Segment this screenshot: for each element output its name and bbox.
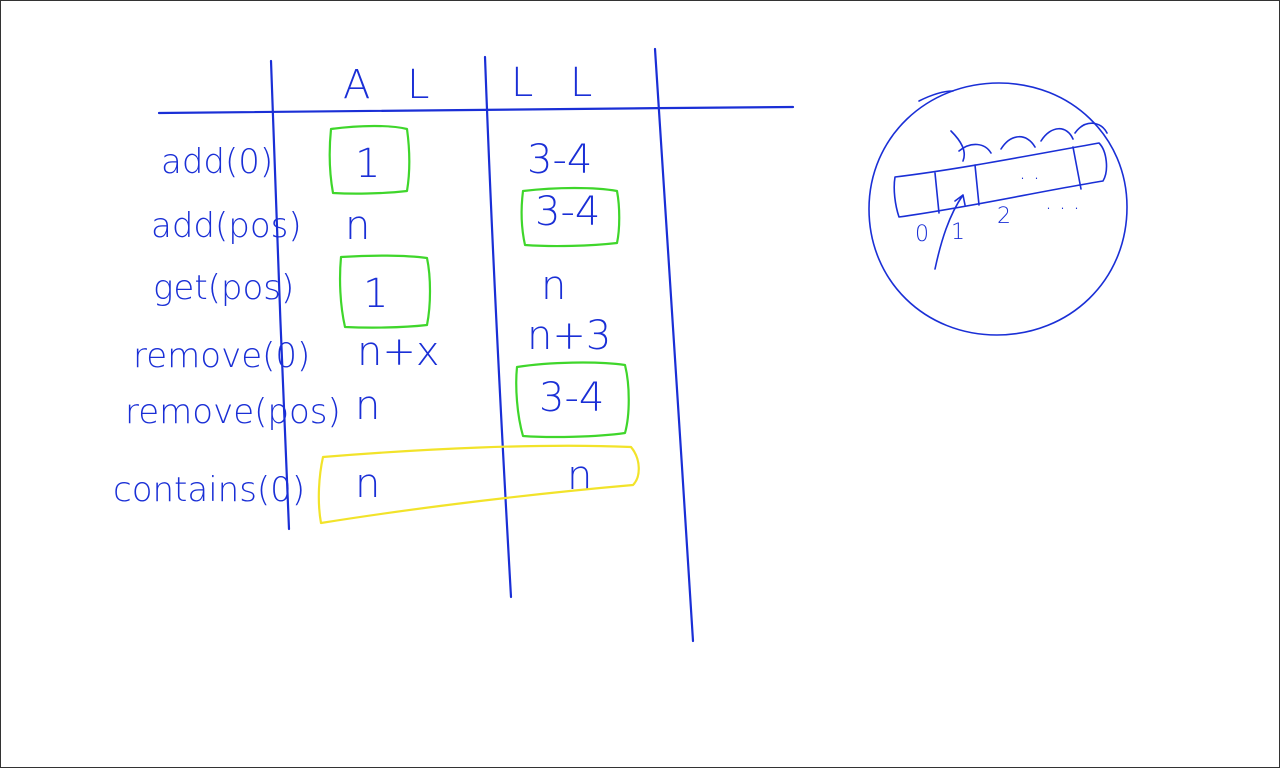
array-sketch-tick: [918, 90, 954, 102]
al-cell: 1: [363, 271, 388, 317]
array-index-label: 2: [997, 204, 1011, 229]
array-dots: . .: [1019, 160, 1040, 185]
array-cell-divider: [974, 164, 980, 206]
op-label: add(pos): [151, 206, 302, 246]
column-line-3: [653, 47, 695, 643]
array-dots-lower: . . .: [1045, 190, 1080, 215]
header-al: A L: [343, 62, 441, 108]
op-label: get(pos): [153, 268, 294, 308]
ll-cell: 3-4: [535, 189, 600, 235]
ll-cell: n+3: [527, 313, 611, 359]
header-rule: [157, 105, 795, 115]
array-cells-outline: [893, 142, 1108, 218]
highlight-box-al-getpos: [338, 254, 432, 329]
al-cell: n: [355, 461, 380, 507]
op-label: remove(0): [133, 336, 310, 376]
shift-arcs: [950, 122, 1108, 162]
array-index-label: 1: [951, 220, 965, 245]
array-cell-divider: [934, 172, 940, 214]
ll-cell: n: [567, 453, 592, 499]
op-label: add(0): [161, 142, 273, 182]
column-line-1: [269, 59, 291, 531]
array-cell-divider: [1072, 146, 1082, 190]
al-cell: n: [355, 383, 380, 429]
highlight-box-ll-removepos: [515, 361, 630, 439]
ll-cell: n: [541, 263, 566, 309]
array-sketch-circle: [868, 82, 1128, 336]
al-cell: 1: [355, 141, 380, 187]
ll-cell: 3-4: [527, 137, 592, 183]
op-label: contains(0): [113, 470, 305, 510]
op-label: remove(pos): [125, 392, 341, 432]
al-cell: n: [345, 203, 370, 249]
highlight-box-contains-row: [317, 444, 640, 525]
array-index-label: 0: [915, 222, 929, 247]
shift-arrow: [934, 194, 966, 270]
ll-cell: 3-4: [539, 375, 604, 421]
header-ll: L L: [511, 60, 604, 106]
column-line-2: [483, 55, 513, 599]
al-cell: n+x: [357, 329, 440, 375]
highlight-box-ll-addpos: [520, 186, 621, 248]
highlight-box-al-add0: [328, 124, 411, 195]
